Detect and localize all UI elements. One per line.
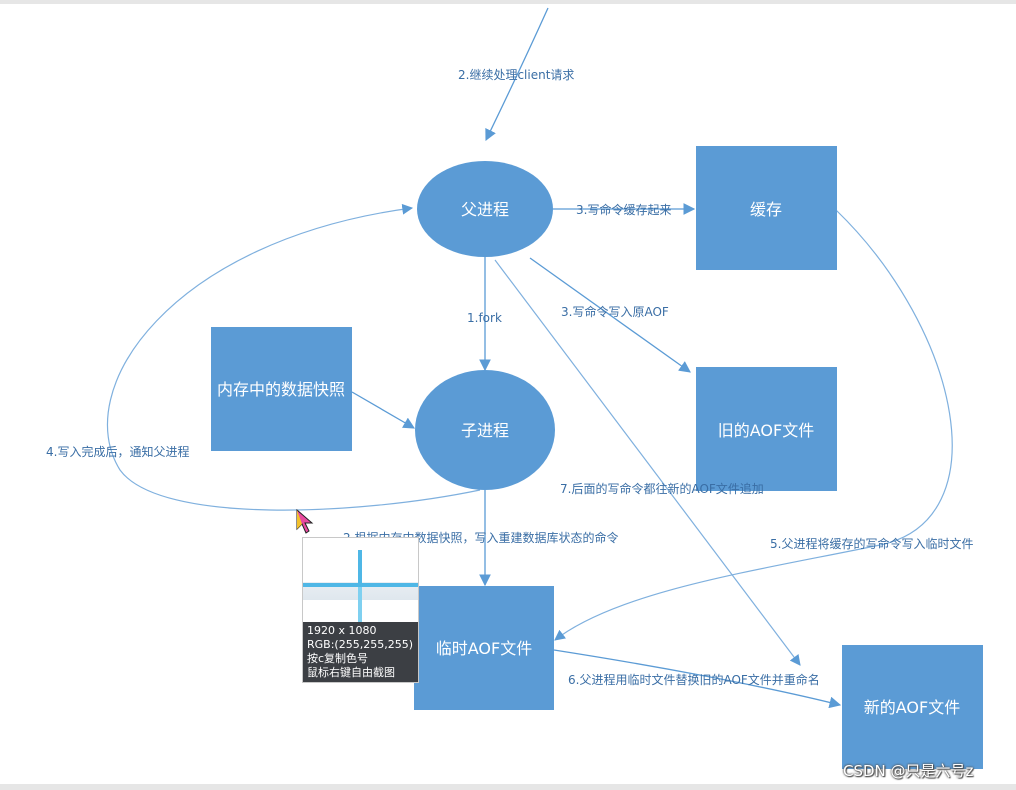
magnifier-crosshair-lower <box>358 587 362 622</box>
edge-child-notify-parent <box>106 203 481 511</box>
magnifier-crosshair-vertical <box>358 550 362 622</box>
node-child-process <box>415 370 555 490</box>
label-write-old-aof: 3.写命令写入原AOF <box>561 304 669 319</box>
label-temp-aof: 临时AOF文件 <box>436 639 532 658</box>
picker-rgb: RGB:(255,255,255) <box>307 638 413 651</box>
node-new-aof <box>842 645 983 769</box>
picker-size: 1920 x 1080 <box>307 624 377 637</box>
screenshot-bottom-border <box>0 784 1016 790</box>
picker-info-panel: 1920 x 1080 RGB:(255,255,255) 按c复制色号 鼠标右… <box>303 622 418 682</box>
edge-cache-to-temp-aof <box>554 209 953 641</box>
edge-client-to-parent <box>485 7 549 142</box>
label-cache-to-temp: 5.父进程将缓存的写命令写入临时文件 <box>770 536 973 551</box>
node-snapshot <box>211 327 352 451</box>
label-later-writes: 7.后面的写命令都往新的AOF文件追加 <box>560 481 764 496</box>
label-write-cache: 3.写命令缓存起来 <box>576 202 671 217</box>
label-child-process: 子进程 <box>461 421 509 440</box>
picker-capture-hint: 鼠标右键自由截图 <box>307 666 395 679</box>
label-fork: 1.fork <box>467 311 502 325</box>
label-replace-rename: 6.父进程用临时文件替换旧的AOF文件并重命名 <box>568 672 820 687</box>
edge-parent-to-new-aof <box>494 259 801 666</box>
csdn-watermark: CSDN @只是六号z <box>843 762 974 780</box>
label-continue-client: 2.继续处理client请求 <box>458 68 574 82</box>
picker-copy-hint: 按c复制色号 <box>307 652 369 665</box>
edge-parent-to-old-aof <box>529 257 691 373</box>
color-picker-tooltip: 1920 x 1080 RGB:(255,255,255) 按c复制色号 鼠标右… <box>302 537 419 683</box>
screenshot-top-border <box>0 0 1016 4</box>
label-old-aof: 旧的AOF文件 <box>718 421 814 440</box>
label-parent-process: 父进程 <box>461 200 509 219</box>
label-snapshot: 内存中的数据快照 <box>217 380 345 399</box>
label-cache: 缓存 <box>750 200 782 219</box>
label-notify-parent: 4.写入完成后，通知父进程 <box>46 444 189 459</box>
mouse-cursor-icon <box>296 509 314 534</box>
magnifier-preview <box>303 538 418 622</box>
node-old-aof <box>696 367 837 491</box>
label-new-aof: 新的AOF文件 <box>864 698 960 717</box>
edge-temp-to-new-aof <box>553 649 842 709</box>
node-temp-aof <box>414 586 554 710</box>
node-cache <box>696 146 837 270</box>
edge-snapshot-to-child <box>351 391 416 429</box>
node-parent-process <box>417 161 553 257</box>
